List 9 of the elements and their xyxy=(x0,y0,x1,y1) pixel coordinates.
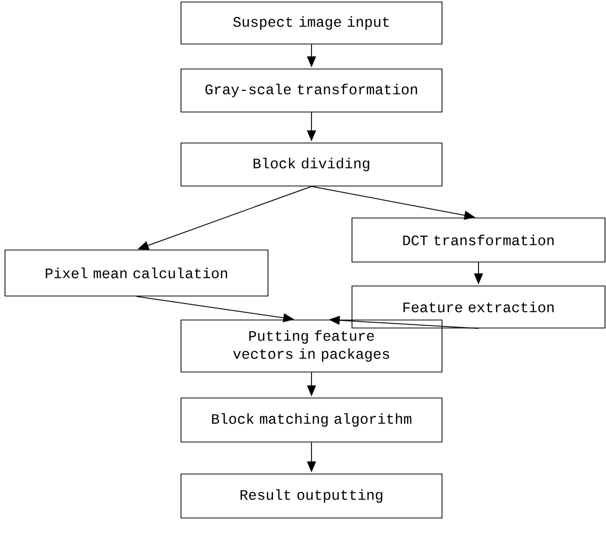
process-box: DCT transformation xyxy=(352,218,606,262)
process-box: Block dividing xyxy=(180,142,442,186)
process-box: Gray-scale transformation xyxy=(180,68,442,112)
process-box: Suspect image input xyxy=(180,2,442,44)
process-box: Result outputting xyxy=(180,474,442,518)
process-box: Pixel mean calculation xyxy=(4,250,268,296)
process-box: Putting feature vectors in packages xyxy=(180,320,442,372)
process-box: Feature extraction xyxy=(352,286,606,328)
process-box: Block matching algorithm xyxy=(180,398,442,442)
